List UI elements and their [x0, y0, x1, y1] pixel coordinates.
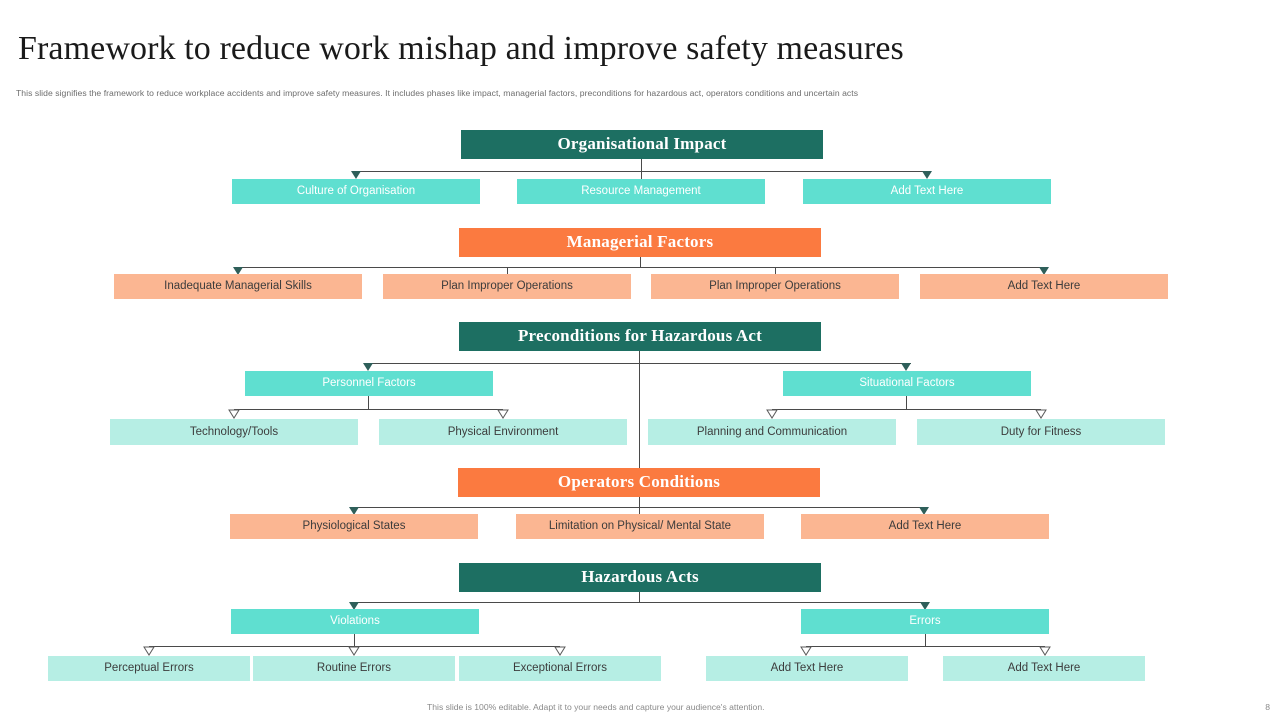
- connector-vertical-s2-stem: [640, 257, 641, 267]
- connector-vertical-spine-preconditions: [639, 351, 640, 468]
- connector-horizontal-s3: [368, 363, 911, 364]
- arrowhead-personnel-right-icon: [497, 409, 509, 419]
- node-organisational-impact-0[interactable]: Culture of Organisation: [232, 179, 480, 204]
- node-operators-conditions-0[interactable]: Physiological States: [230, 514, 478, 539]
- arrowhead-violations-mid-icon: [348, 646, 360, 656]
- node-managerial-factors-1[interactable]: Plan Improper Operations: [383, 274, 631, 299]
- connector-vertical-s2-c: [775, 267, 776, 274]
- node-managerial-factors-0[interactable]: Inadequate Managerial Skills: [114, 274, 362, 299]
- node-branch-violations[interactable]: Violations: [231, 609, 479, 634]
- arrowhead-personnel-left-icon: [228, 409, 240, 419]
- connector-horizontal-s2: [238, 267, 1044, 268]
- node-branch-situational-factors[interactable]: Situational Factors: [783, 371, 1031, 396]
- arrowhead-violations-left-icon: [143, 646, 155, 656]
- page-subtitle: This slide signifies the framework to re…: [16, 88, 859, 98]
- arrowhead-violations-right-icon: [554, 646, 566, 656]
- connector-vertical-situational-stem: [906, 396, 907, 409]
- connector-horizontal-situational: [772, 409, 1041, 410]
- section-header-hazardous-acts[interactable]: Hazardous Acts: [459, 563, 821, 592]
- arrowhead-errors-left-icon: [800, 646, 812, 656]
- section-header-operators-conditions[interactable]: Operators Conditions: [458, 468, 820, 497]
- node-situational-factors-1[interactable]: Duty for Fitness: [917, 419, 1165, 445]
- section-header-preconditions-for-hazardous-act[interactable]: Preconditions for Hazardous Act: [459, 322, 821, 351]
- footer-note: This slide is 100% editable. Adapt it to…: [427, 702, 765, 712]
- connector-vertical-errors-stem: [925, 634, 926, 646]
- connector-horizontal-errors: [806, 646, 1045, 647]
- node-managerial-factors-3[interactable]: Add Text Here: [920, 274, 1168, 299]
- node-situational-factors-0[interactable]: Planning and Communication: [648, 419, 896, 445]
- connector-vertical-s4-stem: [639, 497, 640, 507]
- page-title: Framework to reduce work mishap and impr…: [18, 30, 904, 67]
- arrowhead-situational-right-icon: [1035, 409, 1047, 419]
- connector-horizontal-s5: [354, 602, 925, 603]
- section-header-organisational-impact[interactable]: Organisational Impact: [461, 130, 823, 159]
- arrowhead-s5-left-icon: [349, 602, 359, 610]
- arrowhead-s2-right-icon: [1039, 267, 1049, 275]
- arrowhead-s2-left-icon: [233, 267, 243, 275]
- node-branch-errors[interactable]: Errors: [801, 609, 1049, 634]
- section-header-managerial-factors[interactable]: Managerial Factors: [459, 228, 821, 257]
- connector-vertical-violations-stem: [354, 634, 355, 646]
- page-number: 8: [1265, 702, 1270, 712]
- node-branch-personnel-factors[interactable]: Personnel Factors: [245, 371, 493, 396]
- node-personnel-factors-1[interactable]: Physical Environment: [379, 419, 627, 445]
- node-violations-2[interactable]: Exceptional Errors: [459, 656, 661, 681]
- arrowhead-s4-left-icon: [349, 507, 359, 515]
- arrowhead-s5-right-icon: [920, 602, 930, 610]
- connector-horizontal-personnel: [234, 409, 503, 410]
- node-managerial-factors-2[interactable]: Plan Improper Operations: [651, 274, 899, 299]
- arrowhead-s1-right-icon: [922, 171, 932, 179]
- connector-vertical-s4-mid: [639, 507, 640, 514]
- connector-vertical-s1-mid: [641, 171, 642, 179]
- node-violations-0[interactable]: Perceptual Errors: [48, 656, 250, 681]
- arrowhead-s1-left-icon: [351, 171, 361, 179]
- arrowhead-s3-right-icon: [901, 363, 911, 371]
- node-organisational-impact-1[interactable]: Resource Management: [517, 179, 765, 204]
- connector-vertical-s1-stem: [641, 159, 642, 171]
- node-errors-0[interactable]: Add Text Here: [706, 656, 908, 681]
- arrowhead-s3-left-icon: [363, 363, 373, 371]
- node-operators-conditions-1[interactable]: Limitation on Physical/ Mental State: [516, 514, 764, 539]
- arrowhead-situational-left-icon: [766, 409, 778, 419]
- connector-vertical-s5-stem: [639, 592, 640, 602]
- node-violations-1[interactable]: Routine Errors: [253, 656, 455, 681]
- node-personnel-factors-0[interactable]: Technology/Tools: [110, 419, 358, 445]
- arrowhead-s4-right-icon: [919, 507, 929, 515]
- connector-vertical-personnel-stem: [368, 396, 369, 409]
- node-operators-conditions-2[interactable]: Add Text Here: [801, 514, 1049, 539]
- node-errors-1[interactable]: Add Text Here: [943, 656, 1145, 681]
- arrowhead-errors-right-icon: [1039, 646, 1051, 656]
- connector-vertical-s2-b: [507, 267, 508, 274]
- node-organisational-impact-2[interactable]: Add Text Here: [803, 179, 1051, 204]
